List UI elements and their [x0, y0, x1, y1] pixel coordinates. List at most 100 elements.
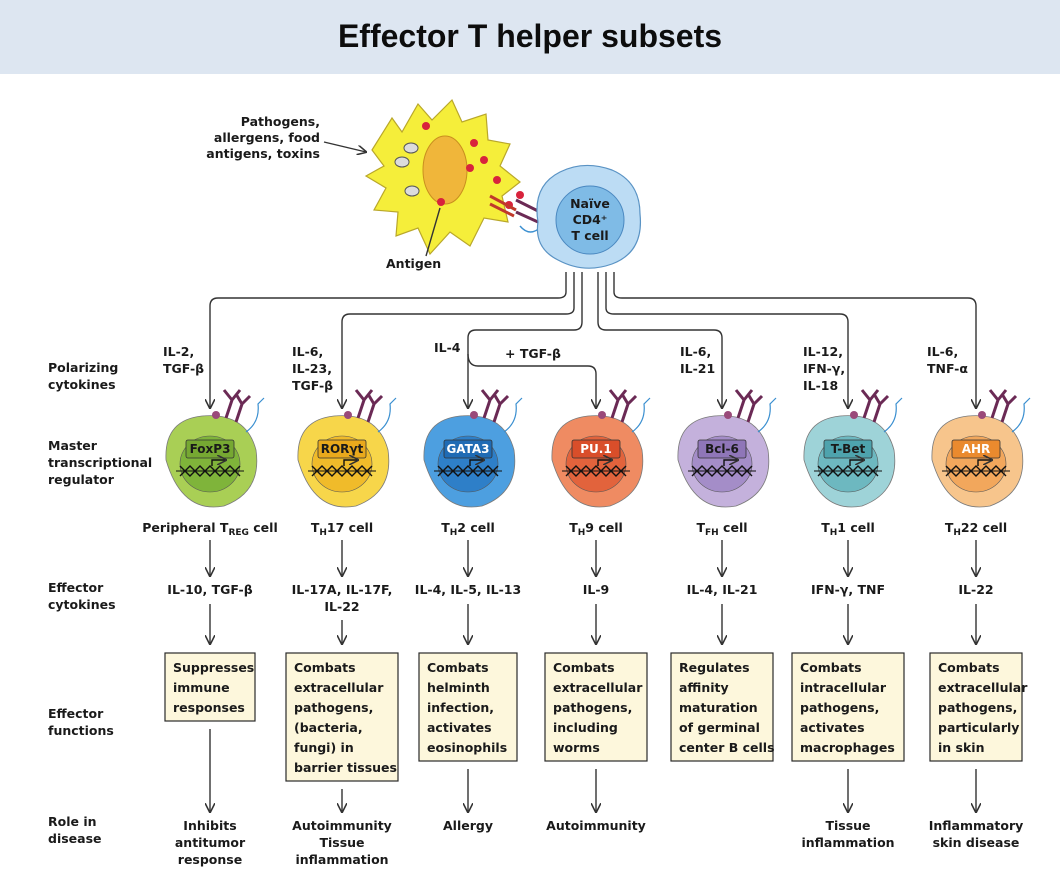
pathogens-label: Pathogens, allergens, food antigens, tox… [206, 114, 366, 161]
regulator-label: AHR [962, 442, 991, 456]
polarizing-line: IL-18 [803, 378, 838, 393]
cell-th2: GATA3 [423, 389, 523, 508]
disease-role-th9: Autoimmunity [546, 818, 646, 833]
polarizing-cytokines-th17: IL-6, IL-23, TGF-β [292, 344, 333, 393]
polarizing-cytokines-tfh: IL-6, IL-21 [680, 344, 715, 376]
regulator-label: FoxP3 [190, 442, 231, 456]
effector-cytokines-treg: IL-10, TGF-β [167, 582, 252, 597]
regulator-tfh: Bcl-6 [697, 439, 747, 459]
function-line: Combats [553, 660, 615, 675]
effector-cytokines-th17: IL-17A, IL-17F, IL-22 [292, 582, 393, 614]
polarizing-line: IL-6, [680, 344, 711, 359]
polarizing-cytokines-th22: IL-6,TNF-α [927, 344, 968, 376]
disease-role-th2: Allergy [443, 818, 493, 833]
function-line: eosinophils [427, 740, 507, 755]
effector-cytokine-line: IFN-γ, TNF [811, 582, 885, 597]
function-line: fungi) in [294, 740, 354, 755]
disease-line: Tissue [825, 818, 870, 833]
cell-th17: RORγt [297, 389, 397, 508]
function-line: affinity [679, 680, 729, 695]
function-line: pathogens, [553, 700, 632, 715]
antigen-label: Antigen [386, 256, 441, 271]
function-line: maturation [679, 700, 758, 715]
function-line: extracellular [938, 680, 1028, 695]
polarizing-line: IFN-γ, [803, 361, 845, 376]
cell-tfh: Bcl-6 [677, 389, 777, 508]
disease-line: Inhibits [183, 818, 236, 833]
row-label-master-3: regulator [48, 472, 115, 487]
polarizing-line: IL-23, [292, 361, 332, 376]
disease-line: Tissue [319, 835, 364, 850]
function-line: in skin [938, 740, 984, 755]
polarizing-line: IL-6, [292, 344, 323, 359]
function-line: particularly [938, 720, 1019, 735]
disease-line: antitumor [175, 835, 246, 850]
function-line: helminth [427, 680, 490, 695]
il4-branch-label: IL-4 [434, 340, 461, 355]
effector-cytokine-line: IL-22 [324, 599, 359, 614]
polarizing-line: TGF-β [163, 361, 204, 376]
function-line: extracellular [294, 680, 384, 695]
disease-line: response [178, 852, 242, 867]
effector-cytokines-th22: IL-22 [958, 582, 993, 597]
row-labels: Polarizing cytokines Master transcriptio… [48, 360, 152, 846]
regulator-th22: AHR [951, 439, 1001, 459]
polarizing-line: IL-12, [803, 344, 843, 359]
disease-line: skin disease [933, 835, 1020, 850]
regulator-th2: GATA3 [443, 439, 493, 459]
regulator-label: PU.1 [580, 442, 611, 456]
function-line: (bacteria, [294, 720, 363, 735]
effector-function-th22: Combatsextracellularpathogens,particular… [929, 652, 1028, 762]
polarizing-cytokines-treg: IL-2, TGF-β [163, 344, 204, 376]
regulator-label: Bcl-6 [705, 442, 739, 456]
function-line: worms [553, 740, 600, 755]
row-label-effector-fn-1: Effector [48, 706, 104, 721]
naive-label-1: Naïve [570, 196, 610, 211]
cell-th1: T-Bet [803, 389, 903, 508]
row-label-effector-cyt-2: cytokines [48, 597, 116, 612]
polarizing-line: IL-2, [163, 344, 194, 359]
disease-line: inflammation [801, 835, 894, 850]
effector-cytokines-tfh: IL-4, IL-21 [687, 582, 758, 597]
function-line: pathogens, [800, 700, 879, 715]
cell-name-th9: TH9 cell [569, 520, 623, 538]
function-line: Combats [938, 660, 1000, 675]
cell-th22: AHR [931, 389, 1031, 508]
naive-label-3: T cell [571, 228, 608, 243]
polarizing-line: TGF-β [292, 378, 333, 393]
regulator-label: GATA3 [446, 442, 489, 456]
svg-text:allergens, food: allergens, food [214, 130, 320, 145]
polarizing-line: IL-21 [680, 361, 715, 376]
antigen-pointer [425, 207, 441, 257]
function-line: of germinal [679, 720, 760, 735]
disease-line: Inflammatory [929, 818, 1024, 833]
disease-line: Allergy [443, 818, 493, 833]
function-line: immune [173, 680, 230, 695]
function-line: Suppresses [173, 660, 254, 675]
function-line: intracellular [800, 680, 887, 695]
dendritic-cell [364, 98, 543, 256]
cell-th9: PU.1 [551, 389, 651, 508]
row-label-disease-2: disease [48, 831, 102, 846]
naive-label-2: CD4⁺ [573, 212, 608, 227]
regulator-label: RORγt [321, 442, 364, 456]
function-line: pathogens, [294, 700, 373, 715]
row-label-effector-fn-2: functions [48, 723, 114, 738]
cell-name-th2: TH2 cell [441, 520, 495, 538]
regulator-th17: RORγt [317, 439, 367, 459]
disease-line: inflammation [295, 852, 388, 867]
function-line: responses [173, 700, 245, 715]
disease-role-th1: Tissue inflammation [801, 818, 894, 850]
effector-cytokine-line: IL-17A, IL-17F, [292, 582, 393, 597]
row-label-polarizing-2: cytokines [48, 377, 116, 392]
effector-function-treg: Suppresses immune responses [164, 652, 256, 722]
